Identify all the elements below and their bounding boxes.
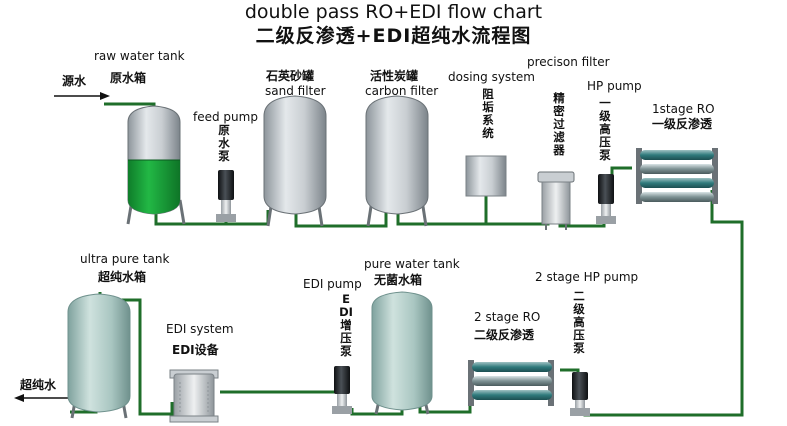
- precision-filter: [537, 171, 575, 230]
- edi-system-module: [169, 369, 219, 423]
- pipe-carbon-to-dosing: [396, 212, 486, 226]
- label-feed-pump-cn: 原水泵: [218, 123, 230, 163]
- pipe-hp-to-ro1: [610, 166, 632, 184]
- label-raw-water-tank-cn: 原水箱: [110, 71, 147, 85]
- label-stage2-hp-pump-cn: 二级高压泵: [573, 289, 585, 355]
- ro-stage2-rack: [468, 360, 554, 406]
- label-ultra-pure-tank-en: ultra pure tank: [80, 252, 170, 266]
- ultra-pure-tank: [67, 293, 131, 419]
- label-ro-stage1-en: 1stage RO: [652, 102, 715, 116]
- label-edi-pump-cn: EDI增压泵: [339, 292, 353, 358]
- label-sand-filter-cn: 石英砂罐: [266, 69, 315, 83]
- pipe-to-precision-filter: [486, 214, 550, 226]
- label-pure-water-tank-en: pure water tank: [364, 257, 460, 271]
- carbon-filter: [365, 95, 429, 227]
- sand-filter: [263, 95, 327, 227]
- raw-water-tank: [126, 105, 186, 225]
- pipe-edi-pump-to-edi: [220, 390, 344, 396]
- label-feed-pump-en: feed pump: [193, 110, 258, 124]
- label-pure-water-tank-cn: 无菌水箱: [374, 273, 423, 287]
- label-dosing-system-en: dosing system: [448, 70, 535, 84]
- pipe-sand-to-carbon: [294, 210, 388, 228]
- label-ultra-pure-tank-cn: 超纯水箱: [98, 270, 147, 284]
- label-sand-filter-en: sand filter: [265, 84, 326, 98]
- title-english: double pass RO+EDI flow chart: [244, 1, 543, 23]
- label-precision-filter-en: precison filter: [527, 55, 610, 69]
- label-carbon-filter-en: carbon filter: [365, 84, 439, 98]
- label-ro-stage1-cn: 一级反渗透: [652, 117, 713, 131]
- stage2-hp-pump: [570, 372, 590, 416]
- feed-pump: [216, 170, 236, 222]
- label-edi-system-cn: EDI设备: [172, 343, 219, 357]
- label-source-water: 源水: [62, 74, 87, 88]
- label-stage2-hp-pump-en: 2 stage HP pump: [535, 270, 639, 284]
- label-raw-water-tank-en: raw water tank: [94, 49, 185, 63]
- label-edi-pump-en: EDI pump: [303, 277, 362, 291]
- label-hp-pump-cn: 一级高压泵: [599, 96, 611, 162]
- ro-stage1-rack: [636, 148, 718, 204]
- pure-water-tank: [371, 291, 433, 415]
- label-ro-stage2-en: 2 stage RO: [474, 310, 541, 324]
- label-carbon-filter-cn: 活性炭罐: [370, 69, 419, 83]
- dosing-system-tank: [465, 155, 507, 197]
- hp-pump: [596, 174, 616, 224]
- label-edi-system-en: EDI system: [166, 322, 234, 336]
- label-precision-filter-cn: 精密过滤器: [553, 91, 565, 157]
- label-output-ultrapure: 超纯水: [20, 378, 57, 392]
- label-dosing-system-cn: 阻垢系统: [482, 87, 494, 140]
- title-chinese: 二级反渗透+EDI超纯水流程图: [255, 25, 532, 47]
- output-arrow: [14, 394, 70, 402]
- edi-pump: [332, 366, 352, 414]
- label-ro-stage2-cn: 二级反渗透: [474, 328, 535, 342]
- source-water-arrow: [54, 92, 110, 100]
- label-hp-pump-en: HP pump: [587, 79, 642, 93]
